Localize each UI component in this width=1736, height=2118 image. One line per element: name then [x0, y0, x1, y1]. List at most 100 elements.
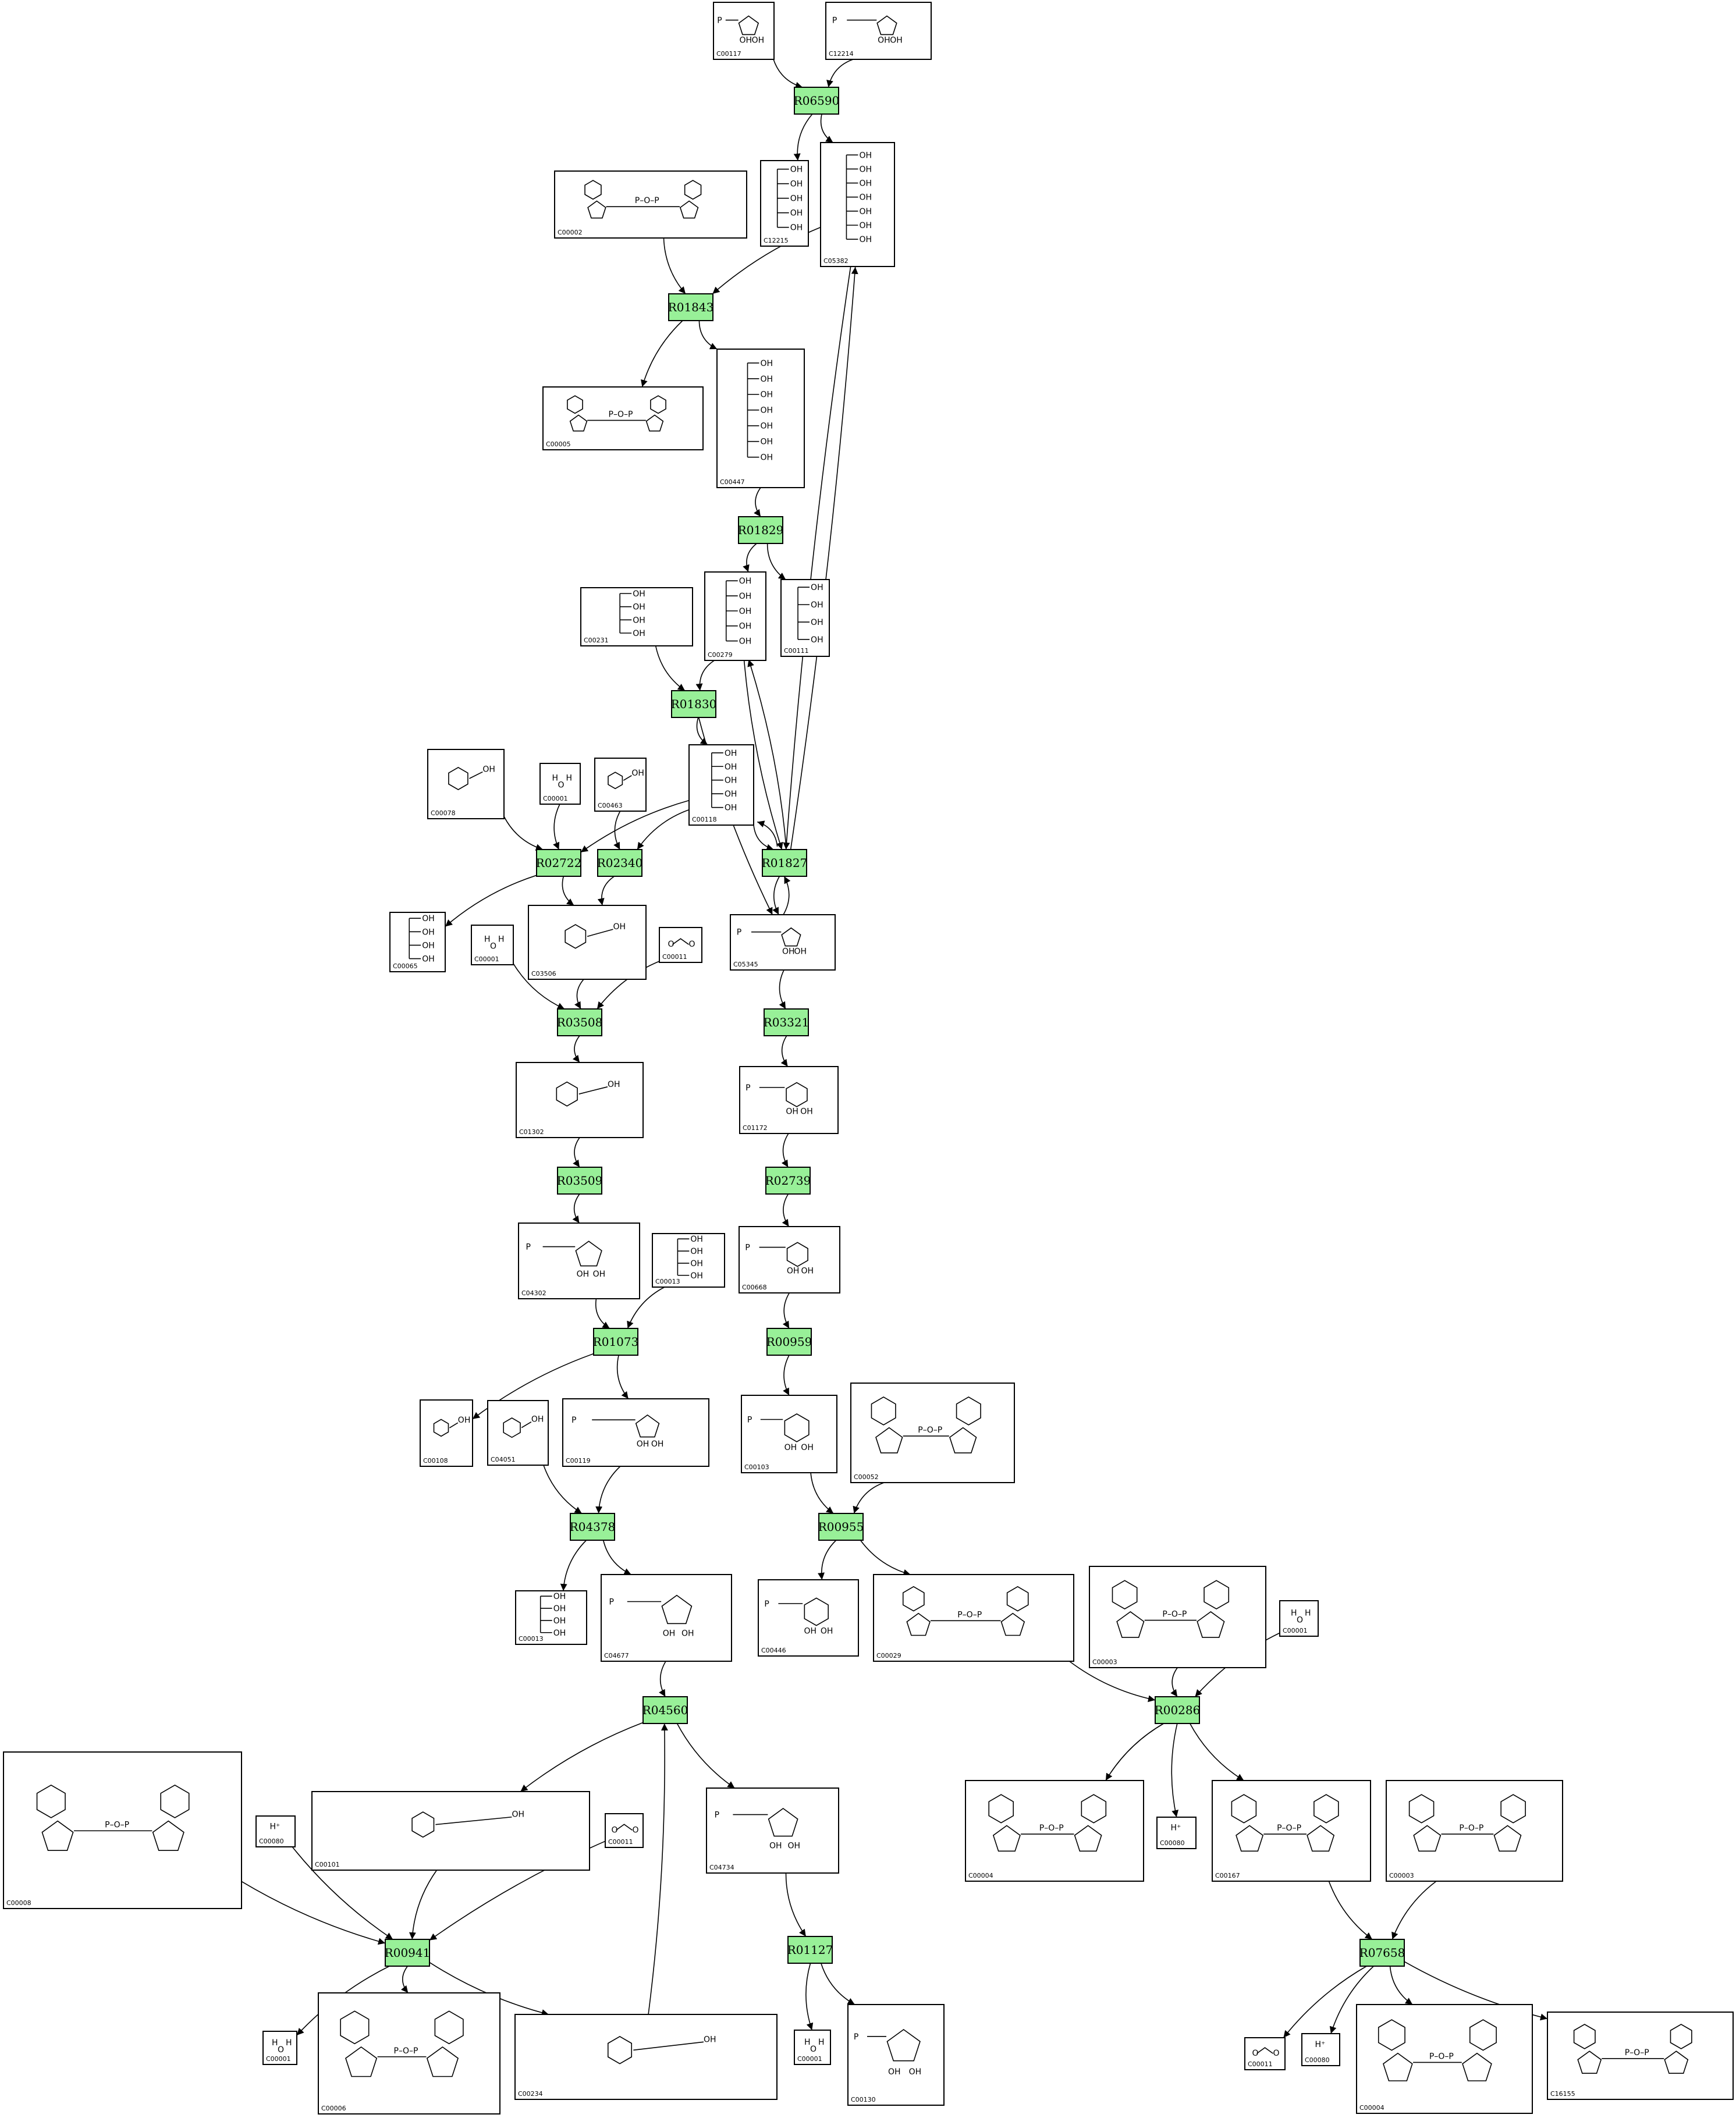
compound-box: [601, 1574, 732, 1662]
reaction-r03509[interactable]: R03509: [557, 1167, 603, 1195]
reaction-r01843[interactable]: R01843: [668, 293, 714, 321]
reaction-edge: [597, 961, 660, 1010]
compound-c00080[interactable]: H⁺C00080: [1156, 1817, 1197, 1849]
reaction-edge: [773, 59, 803, 89]
compound-box: [847, 2004, 945, 2106]
reaction-edge: [1329, 1966, 1374, 2034]
compound-label: C00001: [1283, 1627, 1308, 1634]
reaction-edge: [772, 876, 780, 915]
compound-box: [780, 579, 830, 657]
reaction-r06590[interactable]: R06590: [794, 87, 840, 115]
compound-c00080[interactable]: H⁺C00080: [255, 1815, 296, 1847]
compound-label: C00117: [716, 50, 741, 58]
reaction-r00941[interactable]: R00941: [385, 1939, 431, 1967]
compound-box: [427, 749, 505, 819]
reaction-r03321[interactable]: R03321: [764, 1008, 810, 1036]
reaction-label: R02739: [765, 1174, 811, 1188]
compound-box: [515, 1590, 587, 1645]
reaction-r01073[interactable]: R01073: [593, 1328, 639, 1356]
reaction-r03508[interactable]: R03508: [557, 1008, 603, 1036]
reaction-r00959[interactable]: R00959: [766, 1328, 812, 1356]
reaction-label: R01830: [671, 697, 717, 711]
svg-text:OH: OH: [739, 622, 752, 631]
reaction-r01829[interactable]: R01829: [738, 516, 784, 544]
reaction-box: [557, 1167, 602, 1195]
reaction-r00286[interactable]: R00286: [1155, 1696, 1201, 1724]
reaction-r02739[interactable]: R02739: [765, 1167, 811, 1195]
reaction-r07658[interactable]: R07658: [1359, 1939, 1405, 1967]
reaction-r02722[interactable]: R02722: [536, 849, 582, 877]
reaction-r01830[interactable]: R01830: [671, 690, 717, 718]
reaction-edge: [637, 809, 690, 850]
compound-c00080[interactable]: H⁺C00080: [1301, 2033, 1340, 2066]
compound-box: [1386, 1780, 1563, 1882]
reaction-r01827[interactable]: R01827: [762, 849, 808, 877]
reaction-r04560[interactable]: R04560: [642, 1696, 688, 1724]
reaction-r02340[interactable]: R02340: [597, 849, 643, 877]
reaction-r04378[interactable]: R04378: [570, 1513, 616, 1541]
compound-label: C12214: [829, 50, 854, 58]
svg-text:H: H: [484, 935, 491, 944]
reaction-r01127[interactable]: R01127: [787, 1936, 833, 1964]
svg-text:OH: OH: [788, 1841, 801, 1850]
reaction-edge: [562, 876, 574, 906]
compound-box: [688, 744, 754, 826]
svg-text:OH: OH: [613, 922, 626, 932]
reaction-r00955[interactable]: R00955: [818, 1513, 864, 1541]
